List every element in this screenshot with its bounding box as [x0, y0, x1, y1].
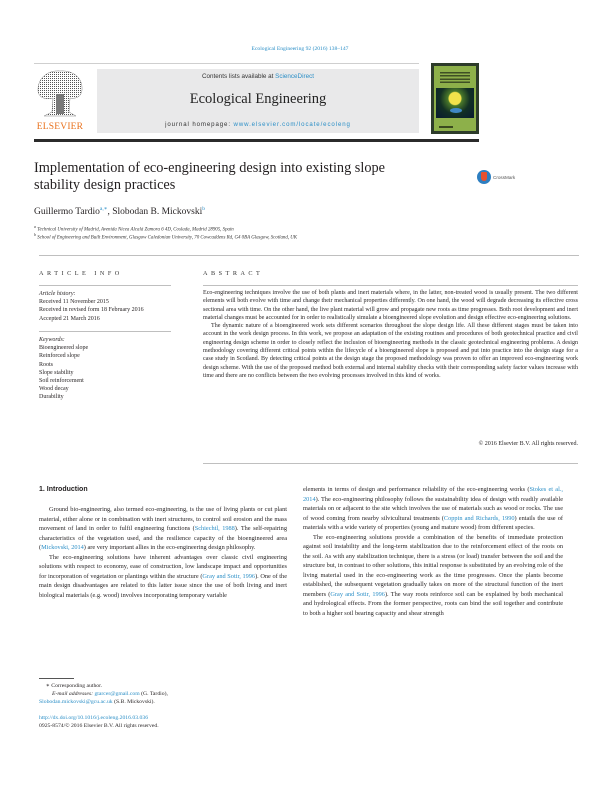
crossmark-label: CrossMark	[493, 174, 516, 180]
author-list: Guillermo Tardioa,∗, Slobodan B. Mickovs…	[34, 206, 205, 218]
email-link[interactable]: Slobodan.mickovski@gcu.ac.uk	[39, 699, 113, 705]
doi-line: http://dx.doi.org/10.1016/j.ecoleng.2016…	[39, 714, 289, 722]
email-link[interactable]: gtarcer@gmail.com	[94, 691, 140, 697]
cover-title-lines	[440, 72, 470, 84]
section-divider	[39, 255, 579, 256]
abstract-copyright: © 2016 Elsevier B.V. All rights reserved…	[478, 441, 578, 447]
reference-link[interactable]: Gray and Sotir, 1996	[330, 590, 385, 598]
keyword: Durability	[39, 394, 64, 401]
cover-illustration	[436, 88, 474, 118]
journal-cover-thumbnail[interactable]	[431, 63, 479, 134]
keyword: Slope stability	[39, 369, 74, 376]
text-run: Ground bio-engineering, also termed eco-…	[39, 506, 287, 532]
article-title: Implementation of eco-engineering design…	[34, 160, 385, 193]
text-run: ). The self-repairing characteristics of…	[39, 525, 287, 551]
text-run: ) entails the use of materials with a wi…	[303, 514, 563, 532]
keywords: Keywords: Bioengineered slope Reinforced…	[39, 336, 189, 402]
journal-banner: Contents lists available at ScienceDirec…	[97, 69, 419, 133]
body-paragraph: The eco-engineering solutions provide a …	[303, 533, 563, 619]
issn-line: 0925-8574/© 2016 Elsevier B.V. All right…	[39, 723, 159, 729]
affiliation-text: School of Engineering and Built Environm…	[37, 235, 298, 241]
journal-name: Ecological Engineering	[189, 91, 327, 107]
reference-link[interactable]: Stokes et al., 2014	[303, 486, 563, 503]
history-item: Accepted 21 March 2016	[39, 315, 100, 322]
homepage-prefix: journal homepage:	[165, 121, 234, 128]
abstract-paragraph: Eco-engineering techniques involve the u…	[203, 290, 578, 321]
journal-homepage: journal homepage: www.elsevier.com/locat…	[97, 121, 419, 128]
keyword: Soil reinforcement	[39, 378, 84, 385]
reference-link[interactable]: Coppin and Richards, 1990	[443, 514, 515, 522]
contents-line: Contents lists available at ScienceDirec…	[97, 73, 419, 80]
doi-link[interactable]: http://dx.doi.org/10.1016/j.ecoleng.2016…	[39, 715, 149, 721]
email-addresses: E-mail addresses: gtarcer@gmail.com (G. …	[52, 690, 302, 698]
affiliation-text: Technical University of Madrid, Avenida …	[37, 227, 234, 233]
text-run: ). The eco-engineering philosophy follow…	[303, 495, 563, 522]
section-heading-introduction: 1. Introduction	[39, 486, 88, 493]
crossmark-badge[interactable]: CrossMark	[477, 169, 525, 185]
keyword: Wood decay	[39, 386, 69, 393]
text-run: The eco-engineering solutions provide a …	[303, 533, 563, 598]
text-run: ) are very important allies in the eco-e…	[83, 544, 256, 551]
email-addresses-cont: Slobodan.mickovski@gcu.ac.uk (S.B. Micko…	[39, 698, 289, 706]
header-divider	[34, 63, 419, 64]
keywords-label: Keywords:	[39, 337, 65, 343]
body-paragraph: Ground bio-engineering, also termed eco-…	[39, 505, 287, 553]
text-run: ). One of the main design disadvantages …	[39, 572, 287, 599]
reference-link[interactable]: Mickovski, 2014	[41, 544, 84, 551]
body-paragraph: The eco-engineering solutions have inher…	[39, 553, 287, 601]
elsevier-tree-icon	[37, 70, 83, 117]
author-name[interactable]: Slobodan B. Mickovski	[112, 207, 203, 218]
abstract-bottom-divider	[203, 463, 578, 464]
cover-footer	[439, 126, 453, 128]
keywords-divider	[39, 331, 171, 332]
keyword: Bioengineered slope	[39, 345, 89, 352]
reference-link[interactable]: Gray and Sotir, 1996	[202, 572, 256, 580]
affiliation-mark: a	[34, 224, 37, 229]
email-label: E-mail addresses:	[52, 691, 95, 697]
text-run: The eco-engineering solutions have inher…	[39, 553, 287, 580]
affiliation-mark: b	[34, 232, 37, 237]
email-owner: (S.B. Mickovski).	[112, 699, 155, 705]
text-run: elements in terms of design and performa…	[303, 486, 530, 493]
affiliation: b School of Engineering and Built Enviro…	[34, 232, 297, 241]
abstract-paragraph: The dynamic nature of a bioengineered wo…	[203, 323, 578, 379]
abstract-divider	[203, 285, 578, 286]
email-owner: (G. Tardio),	[139, 691, 168, 697]
history-label: Article history:	[39, 291, 76, 297]
author-affiliation-mark[interactable]: b	[202, 206, 205, 212]
body-column-right: elements in terms of design and performa…	[303, 485, 563, 618]
abstract-heading: ABSTRACT	[203, 270, 264, 277]
article-history: Article history: Received 11 November 20…	[39, 290, 189, 323]
journal-citation[interactable]: Ecological Engineering 92 (2016) 138–147	[251, 46, 349, 52]
footnote-divider	[39, 678, 74, 679]
author-name[interactable]: Guillermo Tardio	[34, 207, 100, 218]
elsevier-logo[interactable]: ELSEVIER	[34, 66, 86, 132]
sciencedirect-link[interactable]: ScienceDirect	[275, 73, 314, 80]
abstract-body: Eco-engineering techniques involve the u…	[203, 289, 578, 380]
body-column-left: Ground bio-engineering, also termed eco-…	[39, 505, 287, 600]
corresponding-author-note: ∗ Corresponding author.	[46, 683, 103, 689]
contents-prefix: Contents lists available at	[201, 73, 276, 80]
cover-image	[434, 66, 476, 131]
elsevier-wordmark: ELSEVIER	[36, 122, 84, 132]
header-thick-divider	[34, 139, 479, 142]
history-item: Received in revised form 18 February 201…	[39, 307, 144, 314]
homepage-link[interactable]: www.elsevier.com/locate/ecoleng	[233, 121, 351, 128]
affiliation: a Technical University of Madrid, Avenid…	[34, 224, 234, 233]
history-item: Received 11 November 2015	[39, 299, 109, 306]
crossmark-icon	[477, 170, 491, 184]
author-affiliation-mark[interactable]: a,∗	[99, 206, 108, 212]
article-info-divider	[39, 285, 171, 286]
keyword: Roots	[39, 361, 54, 368]
cover-pool-shape	[450, 108, 462, 113]
body-paragraph: elements in terms of design and performa…	[303, 485, 563, 533]
keyword: Reinforced slope	[39, 353, 80, 360]
reference-link[interactable]: Schiechtl, 1988	[194, 525, 235, 532]
text-run: ). The way roots reinforce soil can be e…	[303, 590, 563, 617]
article-info-heading: ARTICLE INFO	[39, 270, 123, 277]
